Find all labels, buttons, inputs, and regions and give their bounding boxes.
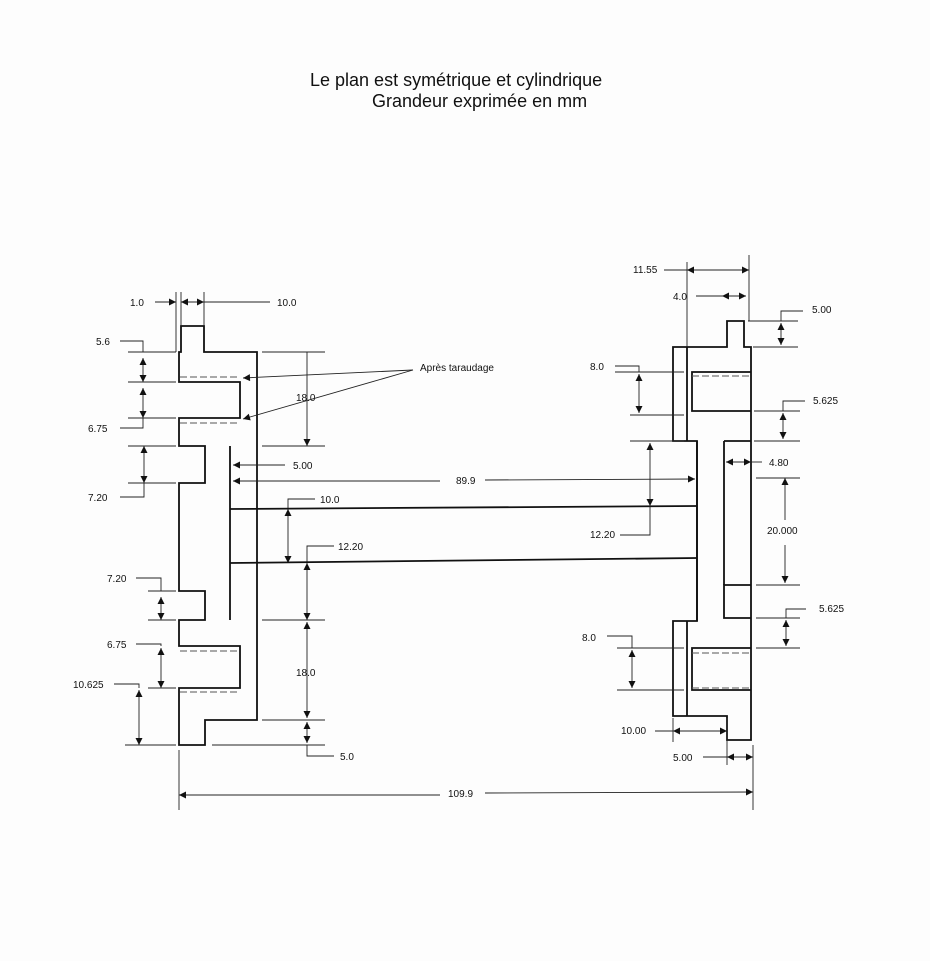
- dim-7-20-top: 7.20: [88, 493, 108, 504]
- bore-line-lower: [229, 557, 698, 564]
- right-groove-top: [691, 371, 751, 412]
- dim-20-000: 20.000: [767, 526, 798, 537]
- leader-tapping-2: [242, 369, 414, 421]
- dim-11-55: 11.55: [633, 265, 658, 276]
- leader-10-625: [114, 683, 140, 688]
- leader-6-75-top: [120, 418, 144, 429]
- dim-6-75-top: 6.75: [88, 424, 108, 435]
- dim-10-625: 10.625: [73, 680, 104, 691]
- leader-5-625-bottom: [785, 608, 806, 618]
- right-groove-bottom: [691, 647, 751, 691]
- dim-10-00: 10.00: [621, 726, 646, 737]
- leader-7-20-bottom: [136, 577, 162, 591]
- leader-6-75-bottom: [136, 643, 162, 646]
- dim-5-00-top: 5.00: [812, 305, 832, 316]
- leader-7-20-top: [120, 483, 145, 498]
- dim-4-80: 4.80: [769, 458, 789, 469]
- dim-12-20-mid: 12.20: [338, 542, 363, 553]
- dim-5-0: 5.0: [340, 752, 354, 763]
- note-tapping: Après taraudage: [420, 363, 494, 374]
- dim-5-6: 5.6: [96, 337, 110, 348]
- dim-89-9: 89.9: [456, 476, 476, 487]
- dim-5-00: 5.00: [293, 461, 313, 472]
- leader-10-0-mid: [287, 498, 315, 509]
- left-part-outline: [178, 325, 258, 746]
- leader-5-625-top: [782, 400, 805, 411]
- dim-5-625-bottom: 5.625: [819, 604, 844, 615]
- dim-12-20: 12.20: [590, 530, 615, 541]
- bore-line-upper: [229, 505, 698, 510]
- leader-12-20: [620, 506, 651, 536]
- dim-8-0-top: 8.0: [590, 362, 604, 373]
- leader-8-0-bottom: [607, 635, 633, 648]
- right-part-outline: [672, 320, 752, 741]
- dim-4-0: 4.0: [673, 292, 687, 303]
- leader-8-0-top: [615, 365, 640, 372]
- dim-18-0-top: 18.0: [296, 393, 316, 404]
- dim-line-109-9-b: [484, 788, 754, 796]
- dim-5-00-bottom: 5.00: [673, 753, 693, 764]
- dim-line-89-9-b: [484, 475, 696, 483]
- right-step-2: [723, 584, 751, 619]
- note-symmetry: Le plan est symétrique et cylindrique: [310, 70, 603, 90]
- leader-tapping-1: [242, 369, 414, 382]
- connecting-lines: 89.9 109.9: [178, 475, 754, 810]
- dim-7-20-bottom: 7.20: [107, 574, 127, 585]
- dim-10-0: 10.0: [277, 298, 297, 309]
- leader-12-20-mid: [306, 545, 334, 563]
- right-part: 11.55 4.0 5.00 8.0 5.625 4.80: [582, 255, 844, 765]
- leader-5-6: [120, 340, 144, 352]
- dim-6-75-bottom: 6.75: [107, 640, 127, 651]
- dim-10-0-mid: 10.0: [320, 495, 340, 506]
- note-units: Grandeur exprimée en mm: [372, 91, 588, 111]
- left-part: 1.0 10.0 5.6 6.75 7.20 7.20: [73, 292, 494, 763]
- dim-1-0: 1.0: [130, 298, 144, 309]
- leader-5-00-top: [780, 310, 803, 321]
- leader-5-0: [306, 745, 334, 757]
- dim-8-0-bottom: 8.0: [582, 633, 596, 644]
- dim-109-9: 109.9: [448, 789, 473, 800]
- dim-18-0-bottom: 18.0: [296, 668, 316, 679]
- dim-5-625-top: 5.625: [813, 396, 838, 407]
